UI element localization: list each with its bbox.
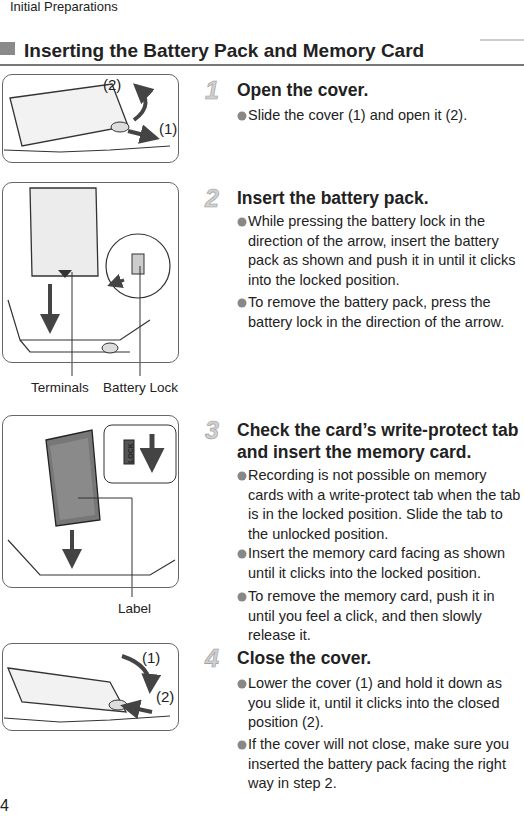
callout-label: Label	[118, 600, 151, 617]
slide-arrow	[128, 131, 156, 138]
callout-label: Terminals	[31, 379, 89, 396]
zoom-inset	[104, 425, 176, 483]
step-text: To remove the memory card, push it in un…	[248, 587, 522, 646]
step-number: 3	[205, 417, 233, 443]
step-number: 4	[205, 645, 233, 671]
unlock-arrow	[150, 434, 155, 468]
page-number: 4	[0, 797, 40, 815]
step-number: 2	[205, 185, 233, 211]
callout-label: (2)	[156, 688, 174, 705]
step-text: Lower the cover (1) and hold it down as …	[248, 674, 522, 733]
lock-arrow	[110, 280, 124, 285]
bullet	[238, 218, 247, 227]
title-rule	[0, 64, 524, 66]
memory-card	[46, 430, 100, 526]
illustration-frame: (2) (1)	[2, 74, 179, 163]
step-text: To remove the battery pack, press the ba…	[248, 293, 522, 332]
bullet	[238, 112, 247, 121]
cover-latch	[111, 122, 129, 132]
bullet	[238, 741, 247, 750]
bullet	[238, 550, 247, 559]
section-title: Inserting the Battery Pack and Memory Ca…	[24, 40, 524, 62]
battery-lock-symbol	[132, 254, 144, 274]
title-marker	[0, 42, 15, 55]
zoom-inset	[106, 234, 170, 298]
callout-label: (2)	[103, 76, 121, 93]
callout-label: (1)	[159, 120, 177, 137]
step-heading: Check the card’s write-protect tab and i…	[237, 419, 519, 463]
camera-body	[4, 146, 170, 152]
leader-line	[72, 272, 73, 376]
step-text: Slide the cover (1) and open it (2).	[248, 106, 522, 126]
step-text: If the cover will not close, make sure y…	[248, 735, 522, 794]
running-header: Initial Preparations	[10, 0, 310, 14]
card-slot	[8, 540, 175, 575]
step-text: While pressing the battery lock in the d…	[248, 212, 522, 290]
insert-arrow	[48, 284, 52, 330]
illustration-frame: TerminalsBattery Lock	[2, 182, 179, 363]
callout-label: (1)	[142, 649, 160, 666]
battery-lock-small	[102, 343, 118, 353]
callout-label: Battery Lock	[103, 379, 178, 396]
battery-pack	[30, 188, 98, 276]
insert-arrow	[70, 530, 74, 565]
step-heading: Close the cover.	[237, 647, 522, 669]
illustration-frame: (1) (2)	[2, 643, 179, 731]
leader-line	[140, 266, 141, 376]
battery-compartment	[8, 300, 150, 352]
step-number: 1	[205, 77, 233, 103]
battery-cover	[8, 668, 126, 712]
bullet	[238, 472, 247, 481]
battery-terminal-mark	[58, 270, 72, 278]
step-text: Insert the memory card facing as shown u…	[248, 544, 522, 583]
step-text: Recording is not possible on memory card…	[248, 466, 522, 544]
step-heading: Open the cover.	[237, 79, 522, 101]
leader-line	[78, 498, 132, 597]
title-rule	[480, 40, 524, 41]
step-heading: Insert the battery pack.	[237, 187, 522, 209]
bullet	[238, 680, 247, 689]
bullet	[238, 593, 247, 602]
card-label-area	[50, 438, 95, 520]
open-arrow	[134, 86, 146, 120]
slide-arrow	[124, 706, 152, 712]
battery-cover	[10, 84, 128, 146]
illustration-frame: LOCKLabel	[2, 415, 179, 588]
tab-marking: LOCK	[122, 443, 139, 463]
bullet	[238, 299, 247, 308]
camera-body	[4, 716, 170, 722]
